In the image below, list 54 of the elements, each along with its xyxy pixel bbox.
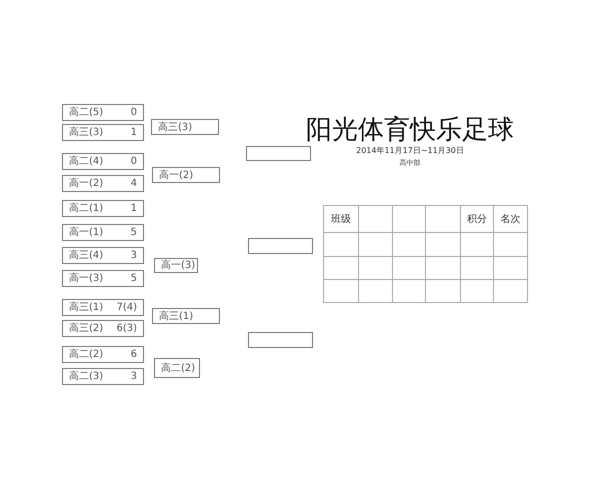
score: 4 <box>130 178 137 189</box>
header-cell: 名次 <box>494 206 528 233</box>
team-box <box>62 320 144 337</box>
score: 0 <box>130 107 137 118</box>
team-name: 高三(1) <box>69 302 104 313</box>
team-name: 高二(5) <box>69 107 104 118</box>
team-name: 高三(4) <box>69 250 104 261</box>
team-name: 高三(3) <box>158 122 192 132</box>
score: 3 <box>130 371 137 382</box>
team-name: 高二(4) <box>69 156 104 167</box>
team-box <box>62 368 144 385</box>
team-name: 高二(1) <box>69 203 104 214</box>
team-name: 高二(3) <box>69 371 104 382</box>
title: 阳光体育快乐足球 <box>305 114 515 146</box>
team-box <box>154 258 198 273</box>
team-box <box>151 119 219 135</box>
empty-box <box>248 238 313 254</box>
score: 3 <box>130 250 137 261</box>
team-box <box>62 270 144 287</box>
date-range: 2014年11月17日~11月30日 <box>355 145 465 156</box>
score: 5 <box>130 227 137 238</box>
team-name: 高一(1) <box>69 227 104 238</box>
team-name: 高三(1) <box>159 310 194 322</box>
team-name: 高二(2) <box>161 362 196 374</box>
team-name: 高一(2) <box>69 178 104 189</box>
team-box <box>152 308 220 324</box>
header-cell: 班级 <box>324 206 359 233</box>
score: 6 <box>130 349 137 360</box>
team-name: 高二(2) <box>69 349 104 360</box>
team-box <box>152 167 220 183</box>
team-name: 高三(3) <box>69 127 104 138</box>
team-box <box>62 224 144 241</box>
score: 1 <box>130 127 137 138</box>
empty-box <box>248 332 313 348</box>
team-name: 高一(3) <box>161 260 196 271</box>
score: 6(3) <box>116 323 137 334</box>
team-name: 高一(3) <box>69 273 104 284</box>
empty-box <box>246 146 311 161</box>
header-cell: 积分 <box>461 206 494 233</box>
score: 0 <box>130 156 137 167</box>
score: 1 <box>130 203 137 214</box>
team-box <box>62 346 144 363</box>
team-box <box>62 153 144 170</box>
team-box <box>62 247 144 264</box>
team-box <box>62 200 144 217</box>
score: 7(4) <box>116 302 137 313</box>
team-name: 高一(2) <box>159 170 194 180</box>
team-box <box>154 358 200 378</box>
team-name: 高三(2) <box>69 323 104 334</box>
team-box <box>62 104 144 121</box>
score: 5 <box>130 273 137 284</box>
team-box <box>62 124 144 141</box>
team-box <box>62 175 144 192</box>
team-box <box>62 299 144 316</box>
